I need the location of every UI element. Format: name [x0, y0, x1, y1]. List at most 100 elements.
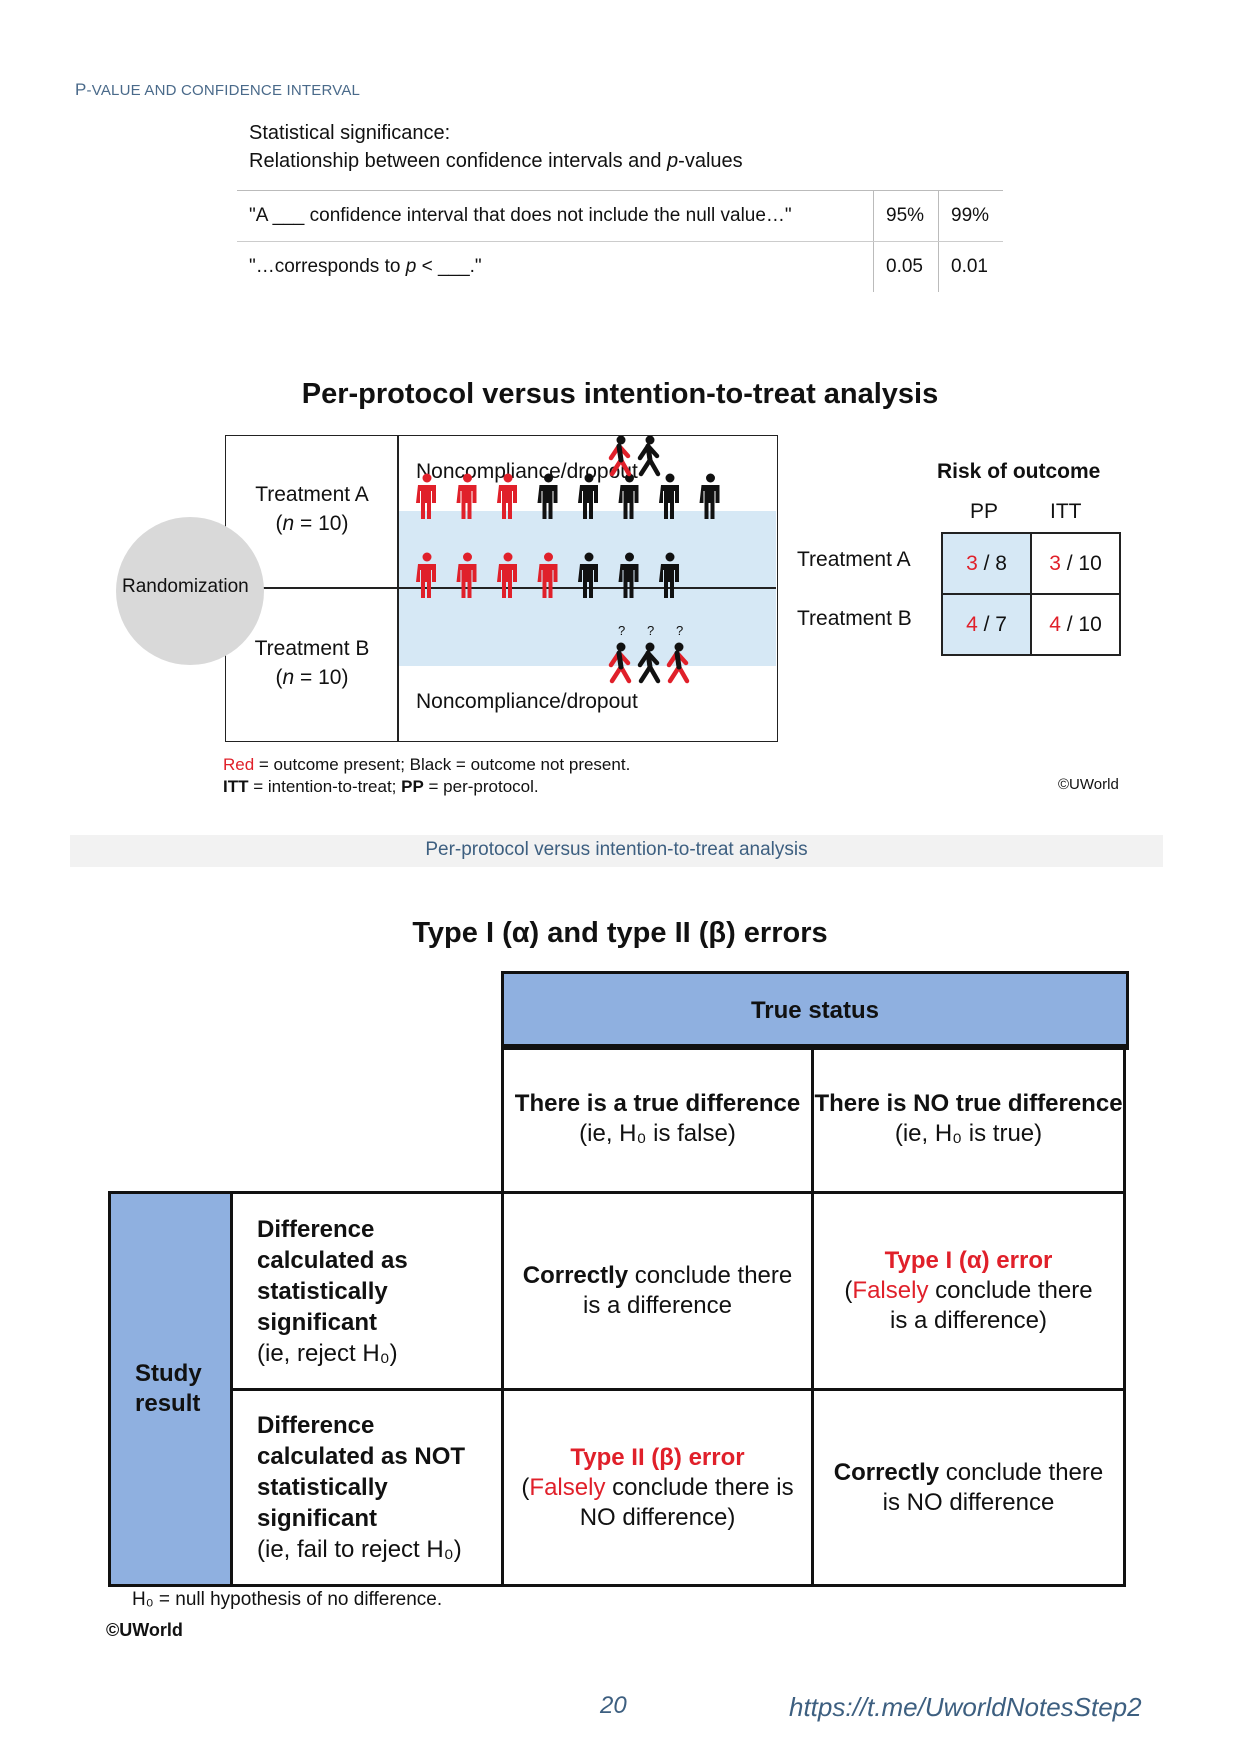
- legend-itt: ITT: [223, 777, 249, 796]
- risk-denominator: / 10: [1060, 551, 1102, 575]
- row-header-bold: Difference calculated as NOT statistical…: [257, 1412, 466, 1532]
- person-icon: [618, 473, 639, 519]
- col-header-sub: (ie, H₀ is true): [894, 1120, 1043, 1147]
- risk-denominator: / 8: [977, 551, 1007, 575]
- risk-numerator: 3: [966, 551, 978, 575]
- col-true-difference: There is a true difference(ie, H₀ is fal…: [501, 1044, 814, 1194]
- table-row: 4 / 7 4 / 10: [941, 593, 1121, 656]
- pp-itt-title: Per-protocol versus intention-to-treat a…: [301, 378, 939, 410]
- figure-caption: Per-protocol versus intention-to-treat a…: [425, 839, 808, 860]
- falsely-word: Falsely: [852, 1277, 929, 1304]
- treatment-a-label: Treatment A (n = 10): [227, 480, 397, 538]
- legend-pp-rest: = per-protocol.: [423, 777, 539, 796]
- row-not-significant-text: Difference calculated as NOT statistical…: [257, 1410, 487, 1565]
- table-cell-value: 99%: [938, 190, 1003, 242]
- running-head-initial: P: [75, 80, 87, 99]
- row-header-sub: (ie, reject H₀): [257, 1339, 398, 1367]
- question-mark: ?: [676, 623, 683, 638]
- running-head: P-VALUE AND CONFIDENCE INTERVAL: [75, 80, 360, 100]
- errors-title: Type I (α) and type II (β) errors: [412, 917, 828, 949]
- risk-numerator: 4: [966, 612, 978, 636]
- cell-correct-difference: Correctly conclude there is a difference: [501, 1191, 814, 1391]
- treatment-b-label: Treatment B (n = 10): [227, 634, 397, 692]
- significance-title-line2: Relationship between confidence interval…: [249, 147, 743, 175]
- treatment-b-name: Treatment B: [254, 637, 370, 660]
- type-2-error-title: Type II (β) error: [570, 1443, 745, 1471]
- title-line2-text-a: Relationship between confidence interval…: [249, 150, 668, 172]
- legend-itt-rest: = intention-to-treat;: [248, 777, 402, 796]
- table-cell-statement: "A ___ confidence interval that does not…: [237, 190, 874, 242]
- person-icon: [497, 473, 517, 519]
- table-row: 3 / 8 3 / 10: [941, 532, 1121, 595]
- table-cell-statement: "…corresponds to p < ___.": [237, 242, 874, 293]
- col-no-true-difference: There is NO true difference(ie, H₀ is tr…: [811, 1044, 1126, 1194]
- risk-b-pp: 4 / 7: [941, 593, 1032, 656]
- col-pp: PP: [970, 500, 999, 523]
- walking-person-icon: ?: [608, 436, 632, 477]
- table-cell-value: 95%: [873, 190, 939, 242]
- col-true-difference-text: There is a true difference(ie, H₀ is fal…: [515, 1089, 800, 1149]
- n-symbol: n: [282, 666, 295, 689]
- person-icon: [578, 552, 598, 598]
- person-icon: [456, 473, 477, 519]
- question-mark: ?: [647, 623, 654, 638]
- row-significant: Difference calculated as statistically s…: [230, 1191, 504, 1391]
- person-icon: [659, 473, 679, 519]
- person-icon: [659, 552, 679, 598]
- risk-heading: Risk of outcome: [937, 460, 1101, 483]
- row-significant-text: Difference calculated as statistically s…: [257, 1214, 457, 1369]
- walking-person-icon: ?: [637, 436, 661, 477]
- legend-red: Red: [223, 755, 255, 774]
- ci-pvalue-table: "A ___ confidence interval that does not…: [237, 190, 1003, 292]
- legend-line2: ITT = intention-to-treat; PP = per-proto…: [223, 776, 630, 798]
- risk-denominator: / 10: [1060, 612, 1102, 636]
- person-icon: [416, 473, 436, 519]
- cell-bold: Correctly: [522, 1262, 629, 1289]
- table-row: "A ___ confidence interval that does not…: [237, 190, 1003, 242]
- row-treatment-b: Treatment B: [797, 607, 912, 630]
- cell-type-2-error: Type II (β) error(Falsely conclude there…: [501, 1388, 814, 1587]
- study-result-text: Study result: [135, 1360, 202, 1417]
- row-treatment-a: Treatment A: [797, 548, 911, 571]
- n-value: = 10): [294, 666, 349, 689]
- group-divider: [397, 435, 399, 742]
- col-header-sub: (ie, H₀ is false): [579, 1120, 736, 1147]
- person-icon: [416, 552, 436, 598]
- cell-correct-no-difference: Correctly conclude there is NO differenc…: [811, 1388, 1126, 1587]
- true-status-header: True status: [501, 971, 1129, 1050]
- table-row: "…corresponds to p < ___." 0.05 0.01: [237, 241, 1003, 293]
- walking-person-icon: ?: [637, 623, 661, 684]
- row-not-significant: Difference calculated as NOT statistical…: [230, 1388, 504, 1587]
- statement-p: p: [405, 256, 417, 277]
- walking-person-icon: ?: [608, 623, 632, 684]
- cell-rest: conclude there is a difference): [890, 1277, 1093, 1334]
- copyright-uworld-2: ©UWorld: [106, 1620, 183, 1640]
- person-figures: ?????: [416, 436, 720, 684]
- person-icon: [537, 473, 558, 519]
- errors-legend: H₀ = null hypothesis of no difference.: [132, 1589, 443, 1610]
- treatment-a-name: Treatment A: [255, 483, 369, 506]
- statement-text-a: "…corresponds to: [249, 256, 406, 277]
- cell-text: Type I (α) error(Falsely conclude there …: [834, 1246, 1104, 1336]
- treatment-b-compliant-band: [398, 588, 776, 666]
- cell-text: Correctly conclude there is NO differenc…: [824, 1458, 1114, 1518]
- walking-person-icon: ?: [666, 623, 690, 684]
- copyright-uworld: ©UWorld: [1058, 776, 1119, 793]
- person-icon: [618, 552, 639, 598]
- cell-text: Correctly conclude there is a difference: [523, 1261, 793, 1321]
- row-header-bold: Difference calculated as statistically s…: [257, 1215, 408, 1336]
- person-icon: [699, 473, 720, 519]
- question-mark: ?: [618, 623, 625, 638]
- col-itt: ITT: [1050, 500, 1082, 523]
- cell-type-1-error: Type I (α) error(Falsely conclude there …: [811, 1191, 1126, 1391]
- table-cell-value: 0.01: [938, 241, 1003, 292]
- treatment-b-n: (n = 10): [275, 666, 349, 689]
- cell-rest: conclude there is NO difference): [579, 1473, 794, 1531]
- significance-title-line1: Statistical significance:: [249, 122, 451, 144]
- cell-rest: conclude there is a difference: [583, 1262, 793, 1319]
- person-icon: [456, 552, 477, 598]
- person-icon: [537, 552, 558, 598]
- telegram-link[interactable]: https://t.me/UworldNotesStep2: [789, 1692, 1142, 1722]
- legend-pp: PP: [401, 777, 424, 796]
- n-symbol: n: [282, 512, 295, 535]
